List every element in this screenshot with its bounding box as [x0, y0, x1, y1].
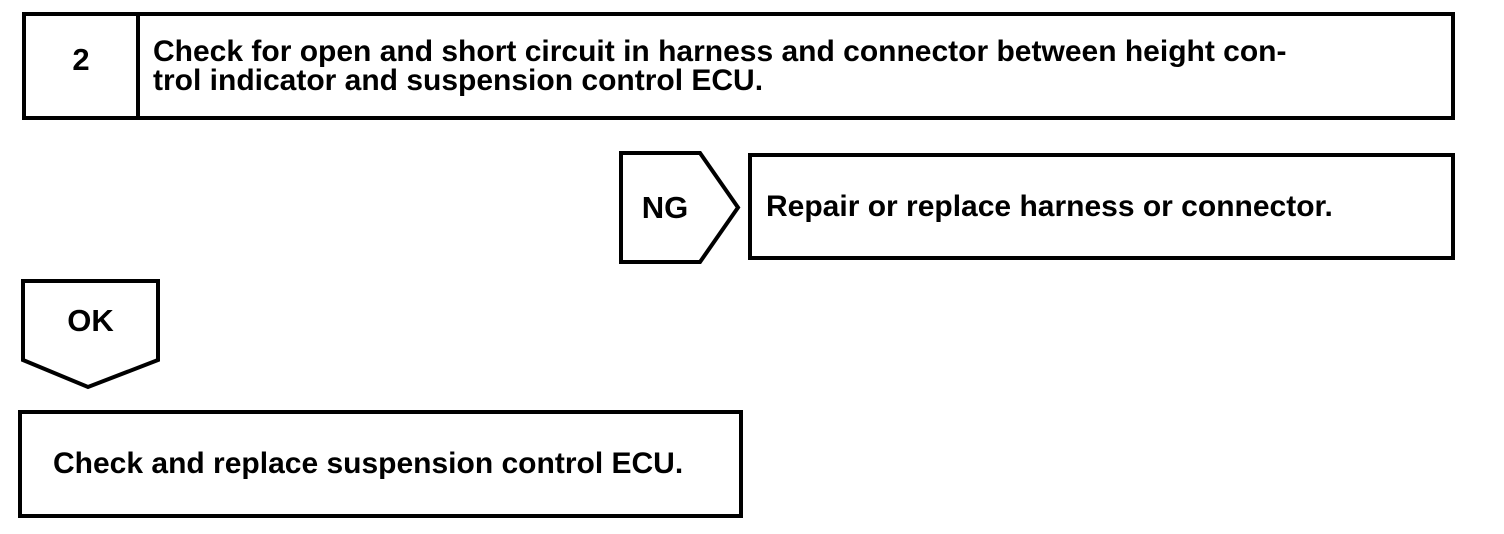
ok-label: OK	[67, 303, 114, 338]
ok-action-text: Check and replace suspension control ECU…	[53, 447, 684, 480]
step-instruction: Check for open and short circuit in harn…	[140, 16, 1451, 116]
ok-connector-shape	[21, 279, 160, 390]
ng-label: NG	[641, 190, 689, 225]
step-instruction-line1: Check for open and short circuit in harn…	[153, 35, 1287, 68]
ng-action-box: Repair or replace harness or connector.	[748, 153, 1455, 260]
step-instruction-line2: trol indicator and suspension control EC…	[153, 64, 764, 97]
step-box: 2 Check for open and short circuit in ha…	[22, 12, 1455, 120]
step-number: 2	[26, 16, 140, 116]
ng-action-text: Repair or replace harness or connector.	[766, 189, 1333, 223]
ok-action-box: Check and replace suspension control ECU…	[18, 410, 743, 518]
ok-pentagon-icon	[21, 279, 160, 390]
ng-connector-shape	[619, 151, 741, 264]
ng-pentagon-icon	[619, 151, 741, 264]
